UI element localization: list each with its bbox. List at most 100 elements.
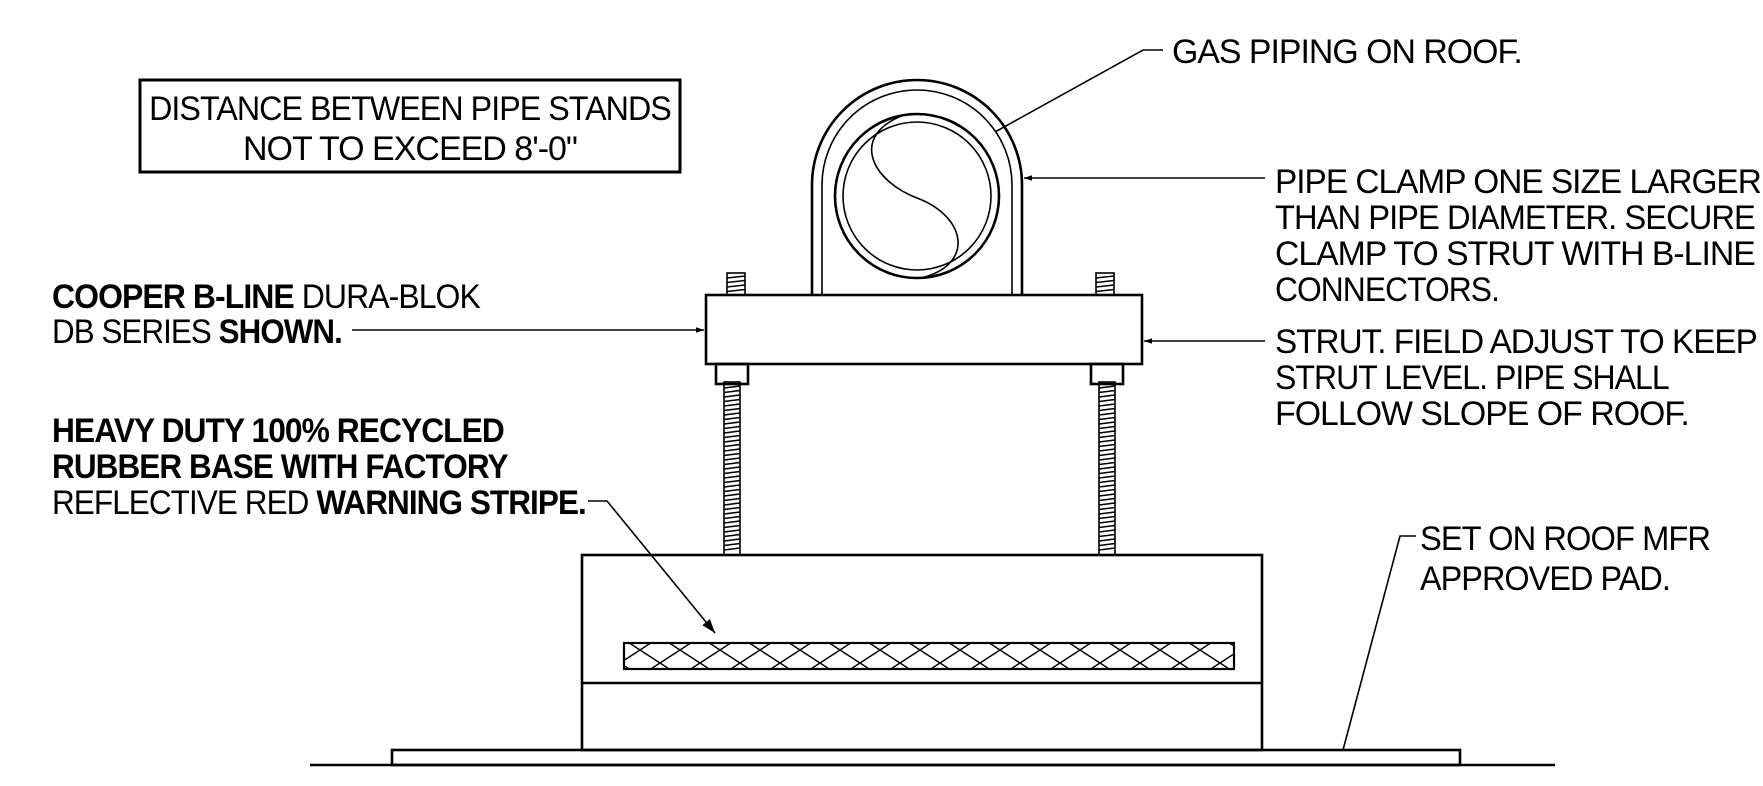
thread-line: [726, 284, 746, 288]
thread-line: [1098, 461, 1116, 466]
thread-line: [723, 421, 741, 425]
thread-line: [723, 484, 741, 488]
rubber-base-leader: [588, 500, 716, 634]
rubber-base-callout-warning: WARNING STRIPE.: [316, 483, 586, 521]
thread-line: [1098, 448, 1116, 452]
pipe-clamp-callout-line-4: CONNECTORS.: [1275, 270, 1499, 308]
thread-line: [1098, 439, 1116, 443]
rubber-base-callout-reflective: REFLECTIVE RED: [52, 483, 316, 521]
thread-line: [723, 412, 741, 416]
thread-line: [723, 434, 741, 439]
thread-line: [723, 430, 741, 434]
roof-pad-callout-line-2: APPROVED PAD.: [1420, 560, 1670, 598]
thread-line: [1098, 394, 1116, 398]
thread-line: [723, 470, 741, 475]
cooper-callout-line-2: DB SERIES SHOWN.: [52, 312, 342, 350]
thread-line: [723, 448, 741, 452]
thread-line: [1098, 502, 1116, 506]
thread-line: [723, 506, 741, 511]
thread-line: [1098, 538, 1116, 542]
roof-pad-leader: [1342, 535, 1416, 751]
thread-line: [1095, 279, 1115, 284]
rubber-base: [580, 553, 1264, 752]
thread-line: [1098, 430, 1116, 434]
thread-line: [1098, 488, 1116, 493]
thread-line: [723, 403, 741, 407]
note-box-frame: [138, 78, 682, 174]
thread-line: [723, 425, 741, 430]
thread-line: [723, 398, 741, 403]
threaded-rod-left: [723, 381, 741, 556]
thread-line: [723, 520, 741, 524]
gas-piping-callout: GAS PIPING ON ROOF.: [1172, 33, 1522, 71]
strut-callout: STRUT. FIELD ADJUST TO KEEP STRUT LEVEL.…: [1275, 324, 1758, 433]
thread-line: [1098, 466, 1116, 470]
thread-line: [723, 457, 741, 461]
thread-line: [726, 279, 746, 284]
thread-line: [1098, 389, 1116, 394]
thread-line: [1098, 385, 1116, 389]
thread-line: [1098, 524, 1116, 529]
thread-line: [723, 502, 741, 506]
thread-line: [723, 389, 741, 394]
cooper-callout-line-1: COOPER B-LINE DURA-BLOK: [52, 277, 481, 315]
thread-line: [1098, 443, 1116, 448]
pipe-clamp-callout: PIPE CLAMP ONE SIZE LARGER THAN PIPE DIA…: [1275, 164, 1762, 308]
thread-line: [1098, 515, 1116, 520]
hex-nut-left: [714, 362, 750, 386]
thread-line: [723, 475, 741, 479]
gas-piping-leader: [994, 49, 1163, 133]
thread-line: [723, 407, 741, 412]
thread-line: [1098, 407, 1116, 412]
thread-line: [1098, 506, 1116, 511]
thread-line: [1098, 434, 1116, 439]
strut-channel: [704, 293, 1144, 366]
cooper-callout-brand: COOPER B-LINE: [52, 277, 294, 315]
bolt-end-right: [1095, 272, 1115, 296]
thread-line: [1098, 529, 1116, 533]
note-box-line-2: NOT TO EXCEED 8'-0": [243, 130, 577, 168]
thread-line: [723, 524, 741, 529]
thread-line: [1098, 475, 1116, 479]
strut-callout-line-2: STRUT LEVEL. PIPE SHALL: [1275, 358, 1669, 396]
cooper-callout-shown: SHOWN.: [219, 312, 342, 350]
thread-line: [723, 439, 741, 443]
bolt-end-left: [726, 272, 746, 296]
note-box: DISTANCE BETWEEN PIPE STANDS NOT TO EXCE…: [138, 78, 682, 174]
pipe-clamp-callout-line-1: PIPE CLAMP ONE SIZE LARGER: [1275, 164, 1761, 201]
thread-line: [723, 538, 741, 542]
cooper-callout-product: DURA-BLOK: [294, 277, 481, 315]
thread-line: [723, 529, 741, 533]
roof-pad: [390, 748, 1462, 767]
thread-line: [1098, 398, 1116, 403]
roof-pad-callout-line-1: SET ON ROOF MFR: [1420, 520, 1710, 558]
rubber-base-callout-line-3: REFLECTIVE RED WARNING STRIPE.: [52, 483, 586, 521]
thread-line: [723, 443, 741, 448]
thread-line: [1098, 497, 1116, 502]
rubber-base-callout: HEAVY DUTY 100% RECYCLED RUBBER BASE WIT…: [52, 411, 587, 521]
reflective-warning-stripe: [622, 641, 1236, 671]
strut-callout-line-3: FOLLOW SLOPE OF ROOF.: [1275, 395, 1689, 433]
cooper-callout-series: DB SERIES: [52, 312, 219, 350]
rubber-base-callout-line-1: HEAVY DUTY 100% RECYCLED: [52, 411, 504, 449]
rubber-base-block: [580, 553, 1264, 752]
cooper-callout: COOPER B-LINE DURA-BLOK DB SERIES SHOWN.: [52, 277, 482, 350]
thread-line: [1098, 416, 1116, 421]
thread-line: [1098, 452, 1116, 457]
thread-line: [1098, 484, 1116, 488]
thread-line: [723, 493, 741, 497]
thread-line: [723, 479, 741, 484]
hex-nut-right: [1089, 362, 1125, 386]
rubber-base-callout-line-2: RUBBER BASE WITH FACTORY: [52, 447, 509, 485]
thread-line: [723, 452, 741, 457]
thread-line: [723, 542, 741, 547]
thread-line: [1098, 457, 1116, 461]
threaded-rod-right: [1098, 381, 1116, 556]
thread-line: [1098, 520, 1116, 524]
thread-line: [726, 275, 746, 279]
thread-line: [1095, 275, 1115, 279]
thread-line: [1098, 479, 1116, 484]
thread-line: [723, 497, 741, 502]
thread-line: [1095, 288, 1115, 293]
